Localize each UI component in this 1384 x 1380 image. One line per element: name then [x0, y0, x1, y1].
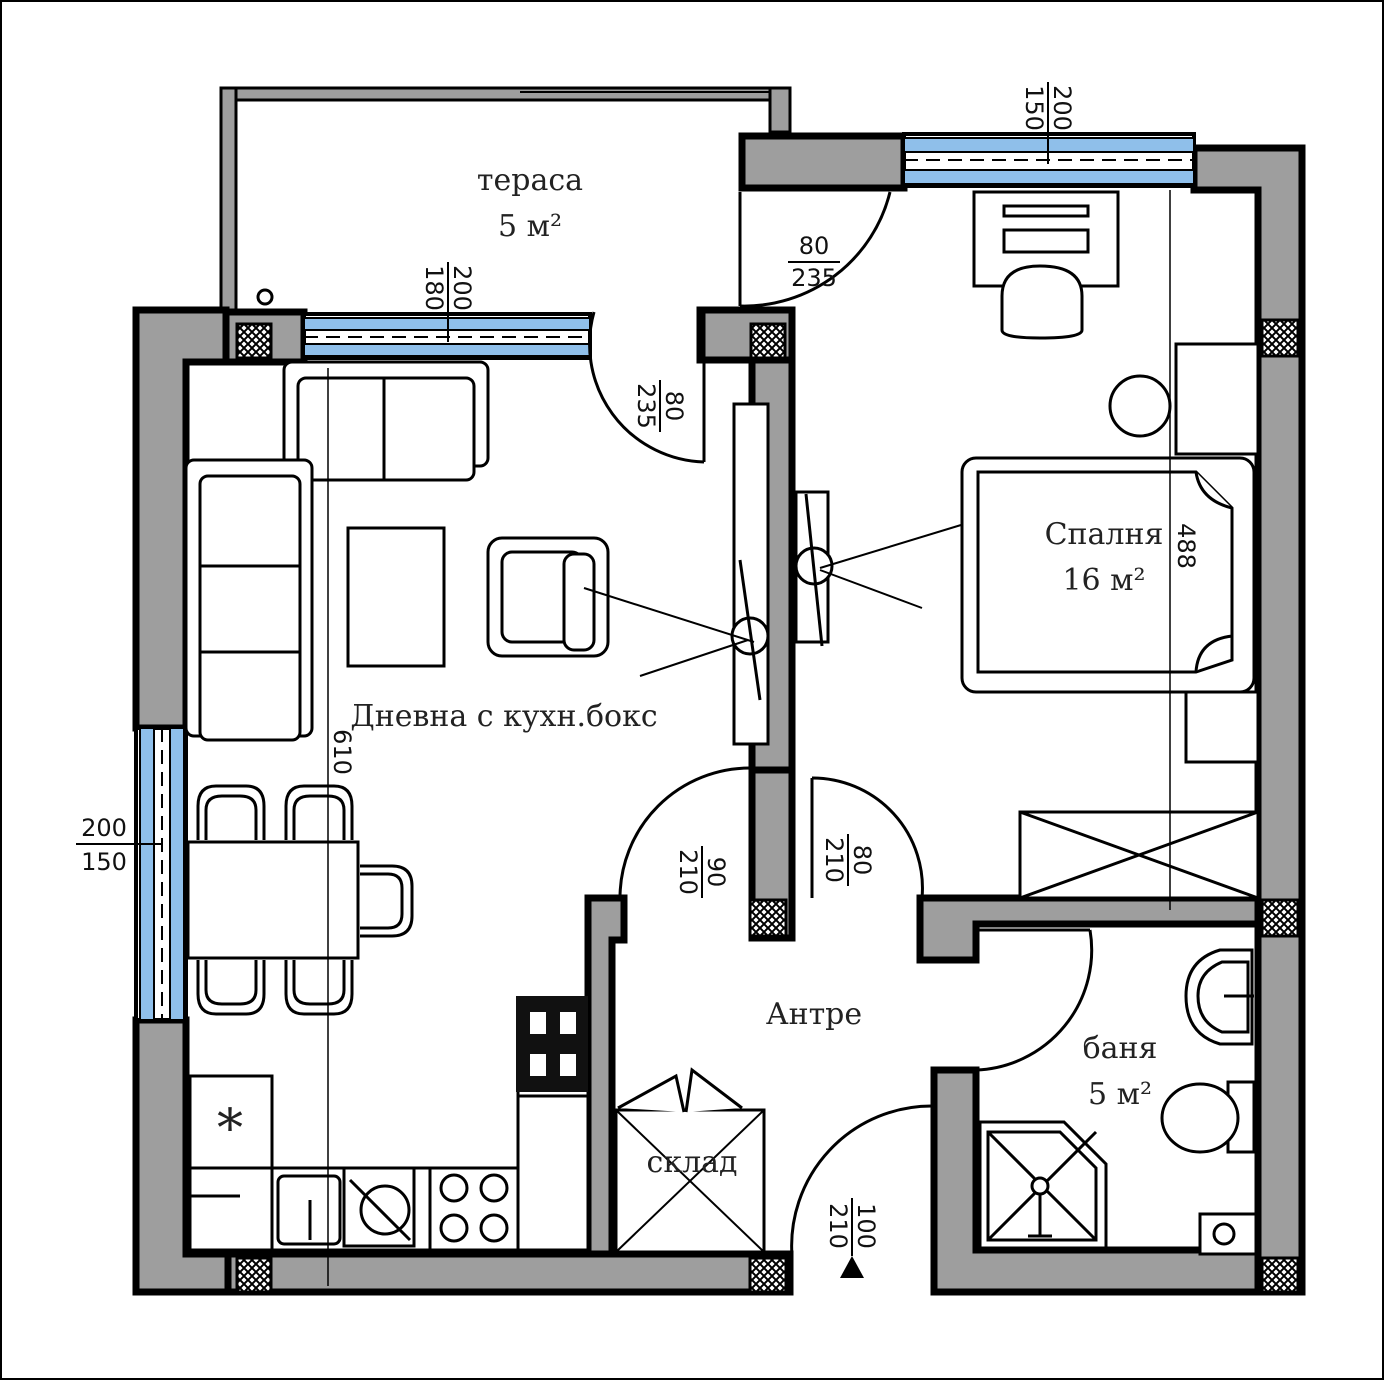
svg-text:210: 210: [820, 837, 848, 883]
windows: [134, 132, 1196, 1022]
svg-text:80: 80: [799, 232, 830, 260]
dim-living-window: 200 150: [76, 814, 162, 876]
dim-bedroom-door: 80 210: [820, 834, 876, 886]
tv-view-line-bedroom-2: [819, 569, 923, 609]
room-living-name: Дневна с кухн.бокс: [350, 699, 657, 734]
room-bath-area: 5 м²: [1088, 1077, 1152, 1112]
svg-text:200: 200: [448, 265, 476, 311]
svg-text:100: 100: [852, 1203, 880, 1249]
svg-text:200: 200: [1048, 85, 1076, 131]
dim-bedroom-terrace-door: 80 235: [788, 232, 840, 292]
svg-text:80: 80: [660, 391, 688, 422]
room-terrace-area: 5 м²: [498, 209, 562, 244]
storage-closet: [614, 1067, 766, 1254]
room-bedroom-name: Спалня: [1045, 517, 1164, 552]
svg-text:90: 90: [702, 857, 730, 888]
room-terrace-name: тераса: [477, 163, 583, 198]
svg-text:80: 80: [848, 845, 876, 876]
svg-text:210: 210: [674, 849, 702, 895]
svg-text:150: 150: [1020, 85, 1048, 131]
tv-view-line-living: [583, 587, 755, 643]
dim-living-length: 610: [328, 729, 356, 775]
room-storage-name: склад: [647, 1145, 738, 1180]
walls: [132, 132, 1306, 1296]
dim-living-door: 90 210: [674, 846, 730, 898]
tv-view-line-living-2: [639, 639, 749, 677]
fridge-symbol: *: [217, 1099, 243, 1159]
tv-view-line-bedroom: [819, 517, 985, 569]
svg-text:235: 235: [632, 383, 660, 429]
dim-terrace-door: 80 235: [632, 380, 688, 432]
tv-wardrobe: [730, 402, 834, 746]
dim-entrance-door: 100 210: [824, 1203, 880, 1249]
svg-text:235: 235: [791, 264, 837, 292]
svg-text:150: 150: [81, 848, 127, 876]
room-bedroom-area: 16 м²: [1062, 563, 1145, 598]
room-entry-name: Антре: [766, 997, 862, 1032]
dim-bedroom-length: 488: [1172, 523, 1200, 569]
room-bath-name: баня: [1083, 1031, 1158, 1066]
bedroom-furniture: [960, 190, 1260, 900]
kitchen-hob-unit: [516, 996, 588, 1092]
structural-columns: [235, 318, 1300, 1294]
living-furniture: [184, 360, 610, 1252]
terrace-drain-icon: [256, 288, 274, 306]
svg-text:180: 180: [420, 265, 448, 311]
terrace-railing: [219, 86, 792, 322]
entrance-arrow-icon: [840, 1256, 864, 1278]
doors: [588, 191, 1094, 1257]
bathroom-fixtures: [978, 948, 1258, 1256]
svg-text:210: 210: [824, 1203, 852, 1249]
svg-text:200: 200: [81, 814, 127, 842]
dim-terrace-window: 200 180: [420, 262, 476, 314]
